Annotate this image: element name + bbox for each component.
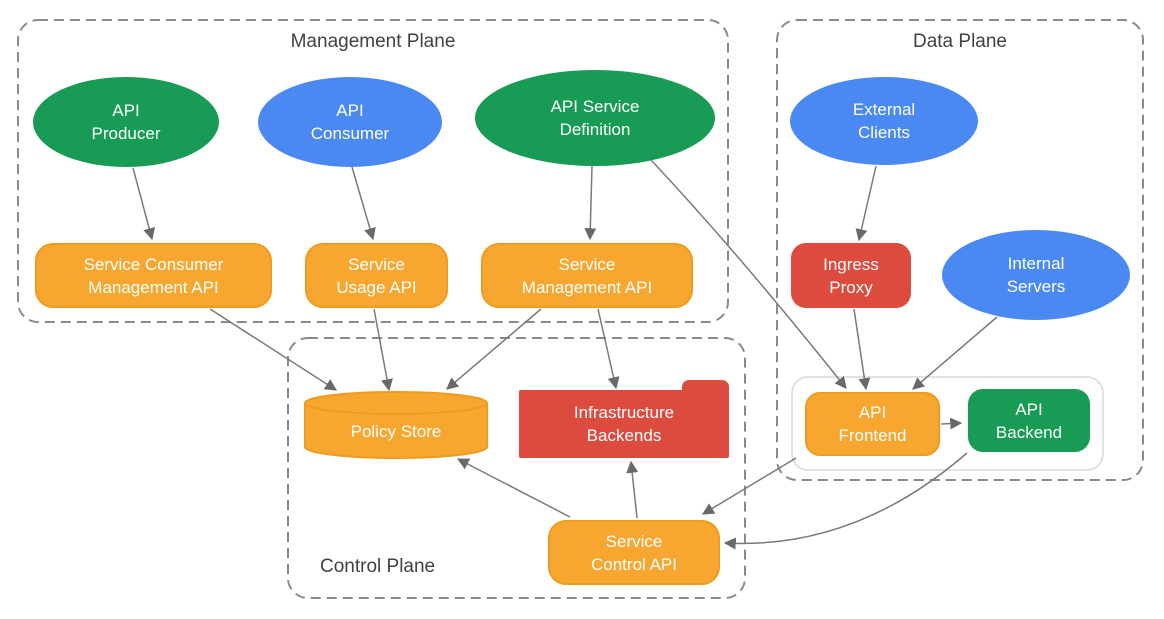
node-external-clients: External Clients <box>790 77 978 165</box>
node-infrastructure-backends: Infrastructure Backends <box>519 380 729 458</box>
node-policy-store-label: Policy Store <box>350 421 442 441</box>
node-service-usage-api-label: Service Usage API <box>336 254 417 297</box>
node-internal-servers-label: Internal Servers <box>1006 254 1066 296</box>
node-api-service-definition-label: API Service Definition <box>550 97 640 139</box>
node-service-consumer-management-api-label: Service Consumer Management API <box>83 254 224 297</box>
database-cylinder-icon <box>304 391 488 459</box>
node-internal-servers: Internal Servers <box>942 230 1130 320</box>
node-ingress-proxy: Ingress Proxy <box>791 243 911 308</box>
node-infrastructure-backends-label: Infrastructure Backends <box>573 403 675 445</box>
node-service-usage-api: Service Usage API <box>305 243 448 308</box>
node-api-frontend: API Frontend <box>805 392 940 456</box>
node-ingress-proxy-label: Ingress Proxy <box>823 254 879 297</box>
node-service-consumer-management-api: Service Consumer Management API <box>35 243 272 308</box>
node-service-management-api: Service Management API <box>481 243 693 308</box>
management-plane-title: Management Plane <box>290 31 456 52</box>
node-api-backend: API Backend <box>968 389 1090 452</box>
node-service-management-api-label: Service Management API <box>521 254 653 297</box>
node-api-backend-label: API Backend <box>995 399 1063 442</box>
node-external-clients-label: External Clients <box>852 100 916 142</box>
node-api-producer: API Producer <box>33 77 219 167</box>
control-plane-title: Control Plane <box>320 556 436 577</box>
node-api-consumer-label: API Consumer <box>310 101 390 143</box>
node-api-consumer: API Consumer <box>258 77 442 167</box>
node-api-frontend-label: API Frontend <box>838 403 907 445</box>
node-api-service-definition: API Service Definition <box>475 70 715 166</box>
node-policy-store: Policy Store <box>303 390 489 462</box>
node-service-control-api-label: Service Control API <box>591 531 677 574</box>
data-plane-title: Data Plane <box>912 31 1007 52</box>
data-plane-box <box>776 19 1144 481</box>
node-api-producer-label: API Producer <box>91 101 161 143</box>
node-service-control-api: Service Control API <box>548 520 720 585</box>
